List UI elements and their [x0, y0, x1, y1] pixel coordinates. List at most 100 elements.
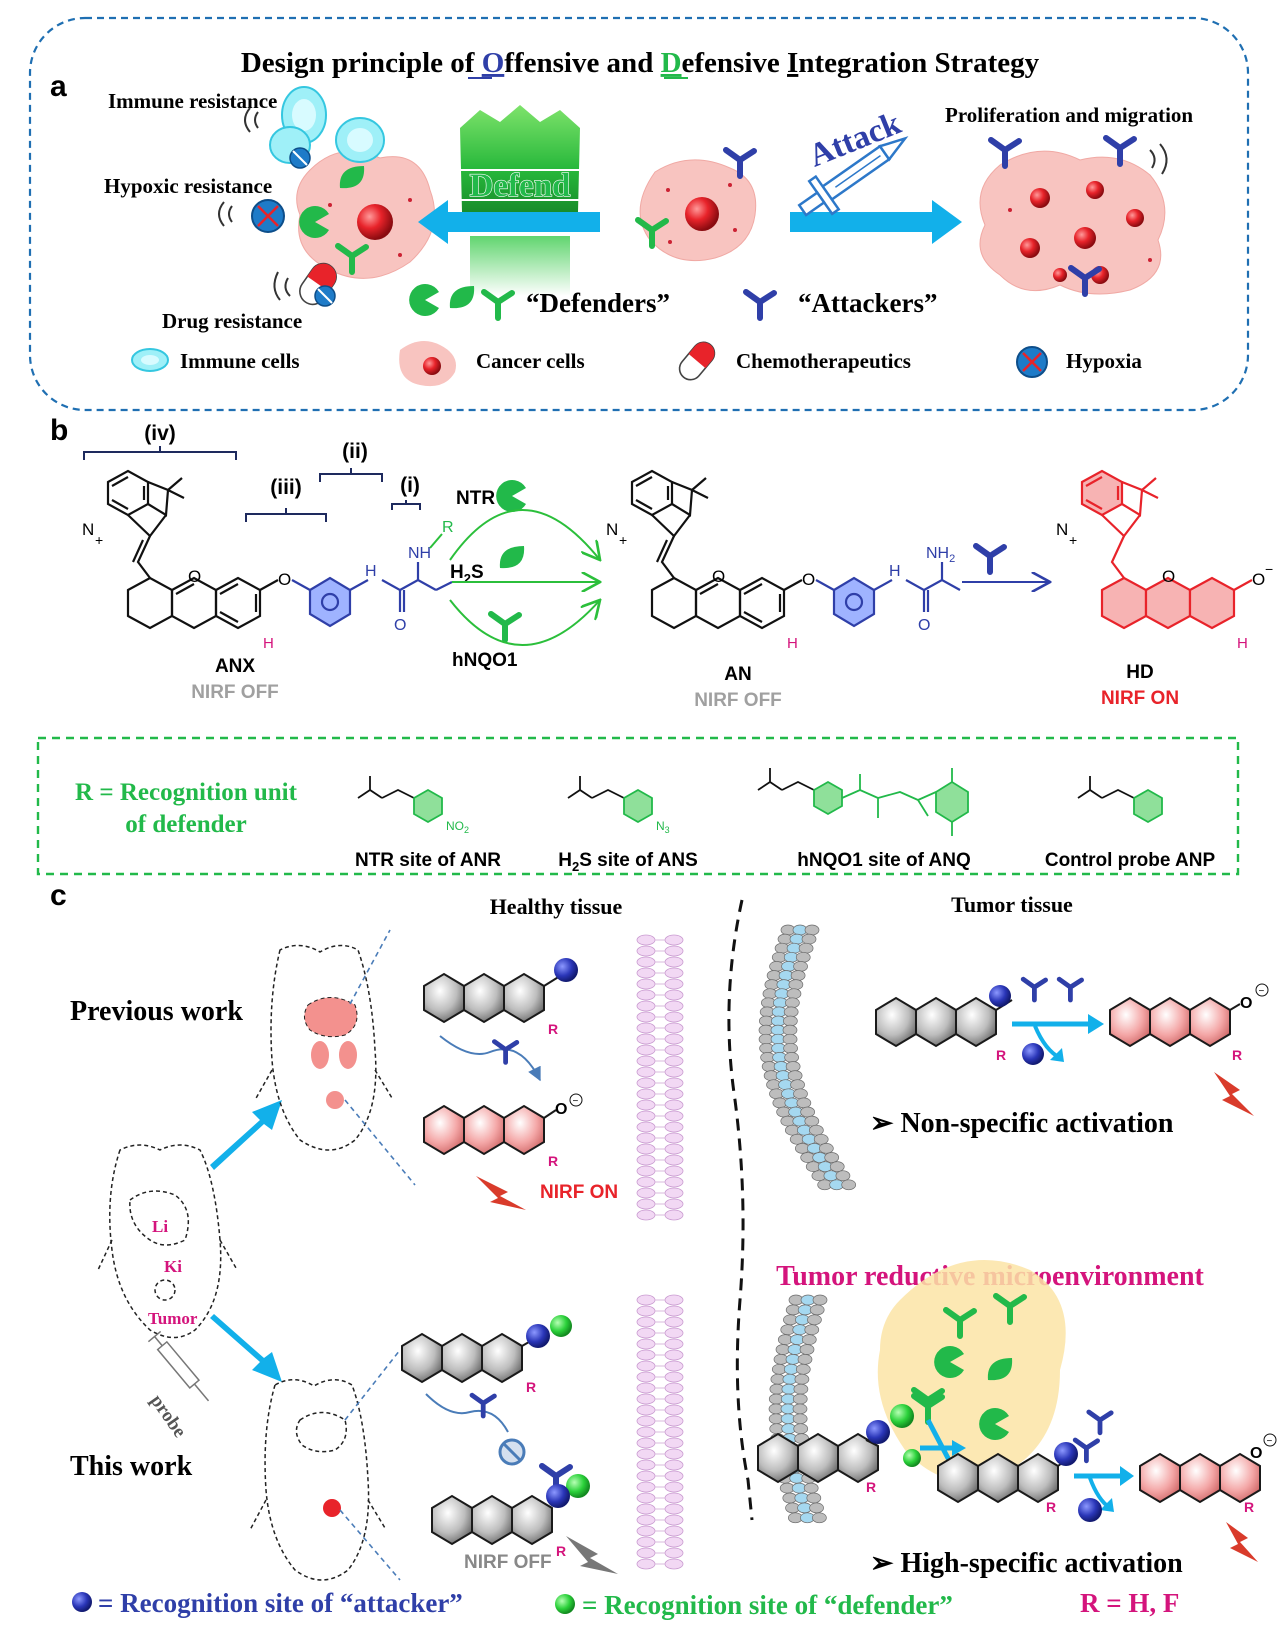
tumor-membrane-bottom — [768, 1294, 828, 1524]
ntr-no2: NO2 — [446, 819, 469, 835]
this-nirf-off: NIRF OFF — [464, 1552, 552, 1573]
legend-chemotherapeutics: Chemotherapeutics — [736, 349, 911, 373]
arrow-to-previous — [210, 1100, 282, 1170]
prev-r1: R — [548, 1021, 558, 1037]
an-o-carbonyl: O — [918, 617, 930, 634]
svg-text:R: R — [866, 1479, 876, 1495]
block-icon — [498, 1438, 526, 1466]
previous-liver — [304, 997, 358, 1038]
svg-text:(ii): (ii) — [342, 440, 368, 463]
anx-nh-amide: H — [365, 563, 377, 580]
r-box-frame — [36, 736, 1240, 876]
anx-structure — [106, 469, 311, 630]
legend-cancer-cells: Cancer cells — [476, 349, 585, 373]
this-gray-probe-top — [401, 1332, 537, 1384]
prev-gray-probe — [423, 972, 561, 1024]
legend-immune-cells: Immune cells — [180, 349, 300, 373]
arrow-to-this — [210, 1314, 282, 1382]
an-name: AN — [724, 664, 751, 685]
an-state: NIRF OFF — [694, 690, 782, 711]
panel-b-letter: b — [50, 414, 68, 447]
hd-structure — [1080, 469, 1253, 630]
an-nh-amide: H — [889, 563, 901, 580]
bracket-iii: (iii) — [245, 476, 327, 522]
anx-blue-linker — [308, 562, 453, 628]
hypoxia-icon — [218, 199, 285, 233]
control-site-structure — [1077, 776, 1163, 824]
reductive-blob — [877, 1260, 1066, 1482]
svg-text:(i): (i) — [400, 474, 420, 497]
anx-r: R — [442, 519, 454, 536]
anx-h: H — [263, 635, 274, 652]
an-plus: + — [619, 532, 627, 548]
this-gray-probe-bottom — [431, 1494, 553, 1546]
svg-text:(iv): (iv) — [144, 422, 176, 445]
an-nh2: NH2 — [926, 545, 955, 565]
attackers-label: “Attackers” — [798, 288, 937, 318]
label-immune-resistance: Immune resistance — [108, 89, 277, 113]
tumor-gray-probe-bottom-2 — [937, 1452, 1067, 1504]
membrane-healthy-top — [636, 934, 684, 1221]
an-o-ether: O — [802, 570, 815, 589]
probe-label: probe — [146, 1391, 190, 1442]
defend-label: Defend — [470, 168, 571, 204]
panel-a-letter: a — [50, 70, 67, 103]
anx-state: NIRF OFF — [191, 682, 279, 703]
defender-site-label: = Recognition site of “defender” — [582, 1590, 953, 1620]
hd-state: NIRF ON — [1101, 688, 1179, 709]
previous-kidney-r — [339, 1041, 357, 1069]
an-blue-linker — [815, 562, 961, 628]
center-cancer-cell — [639, 159, 757, 262]
defend-arrow — [418, 200, 600, 244]
previous-work-label: Previous work — [70, 996, 243, 1027]
hd-o-minus: O — [1252, 570, 1265, 589]
reagent-ntr: NTR — [456, 488, 495, 509]
ntr-site-structure — [357, 776, 443, 824]
anx-plus: + — [95, 532, 103, 548]
defender-site-dot — [555, 1594, 575, 1614]
svg-text:R: R — [996, 1047, 1006, 1063]
svg-text:−: − — [573, 1096, 579, 1107]
this-gray-lightning — [566, 1536, 618, 1574]
tumor-gray-probe-top — [875, 996, 1013, 1048]
panel-a: a Design principle of Offensive and Defe… — [28, 16, 1250, 412]
tumor-pink-product-top — [1109, 996, 1241, 1048]
svg-text:R: R — [556, 1543, 566, 1559]
defenders-label: “Defenders” — [526, 288, 670, 318]
immune-cells-group — [244, 86, 385, 169]
svg-text:R: R — [1244, 1499, 1254, 1515]
legend-chemo-icon — [678, 341, 716, 381]
hnqo1-site-structure — [757, 768, 969, 836]
this-tumor — [323, 1499, 341, 1517]
previous-kidney-l — [311, 1041, 329, 1069]
hd-name: HD — [1126, 662, 1153, 683]
label-hypoxic-resistance: Hypoxic resistance — [104, 174, 272, 198]
panel-c-letter: c — [50, 879, 67, 912]
an-o-ring: O — [712, 567, 725, 586]
proliferation-label: Proliferation and migration — [945, 103, 1193, 127]
legend-immune-cells-icon — [131, 348, 169, 372]
highspecific-label: ➢ High-specific activation — [870, 1548, 1183, 1579]
prev-lightning — [476, 1176, 526, 1210]
attack-arrow — [790, 200, 962, 244]
resistant-cancer-cell — [296, 150, 435, 279]
an-h: H — [787, 635, 798, 652]
label-drug-resistance: Drug resistance — [162, 309, 302, 333]
prev-attacker-site — [554, 958, 578, 982]
prev-o-minus: O — [555, 1101, 567, 1118]
hnqo1-site-label: hNQO1 site of ANQ — [797, 850, 970, 871]
reagent-h2s: H2S — [450, 562, 484, 586]
svg-text:R: R — [1046, 1499, 1056, 1515]
r-box-title-2: of defender — [125, 811, 247, 838]
svg-text:(iii): (iii) — [270, 476, 302, 499]
syringe-icon — [147, 1330, 210, 1402]
tumor-mass — [979, 150, 1166, 295]
h2s-n3: N3 — [656, 819, 670, 835]
mouse-previous — [254, 944, 393, 1151]
this-work-label: This work — [70, 1451, 193, 1482]
control-probe-label: Control probe ANP — [1045, 850, 1216, 871]
anx-o-ring: O — [188, 567, 201, 586]
h2s-site-label: H2S site of ANS — [558, 850, 698, 874]
prev-nirf-on: NIRF ON — [540, 1182, 618, 1203]
